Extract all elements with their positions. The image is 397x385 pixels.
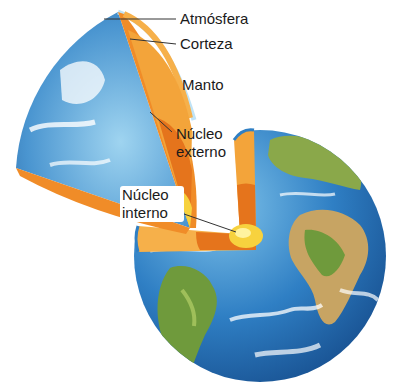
part-label: Corteza	[180, 35, 233, 53]
part-label: Manto	[182, 76, 224, 94]
part-label: Atmósfera	[180, 10, 248, 28]
part-label: Núcleo externo	[176, 125, 236, 161]
cutaway-piece	[16, 12, 197, 234]
leader-lines	[104, 19, 236, 232]
part-label: Núcleo interno	[120, 186, 184, 222]
